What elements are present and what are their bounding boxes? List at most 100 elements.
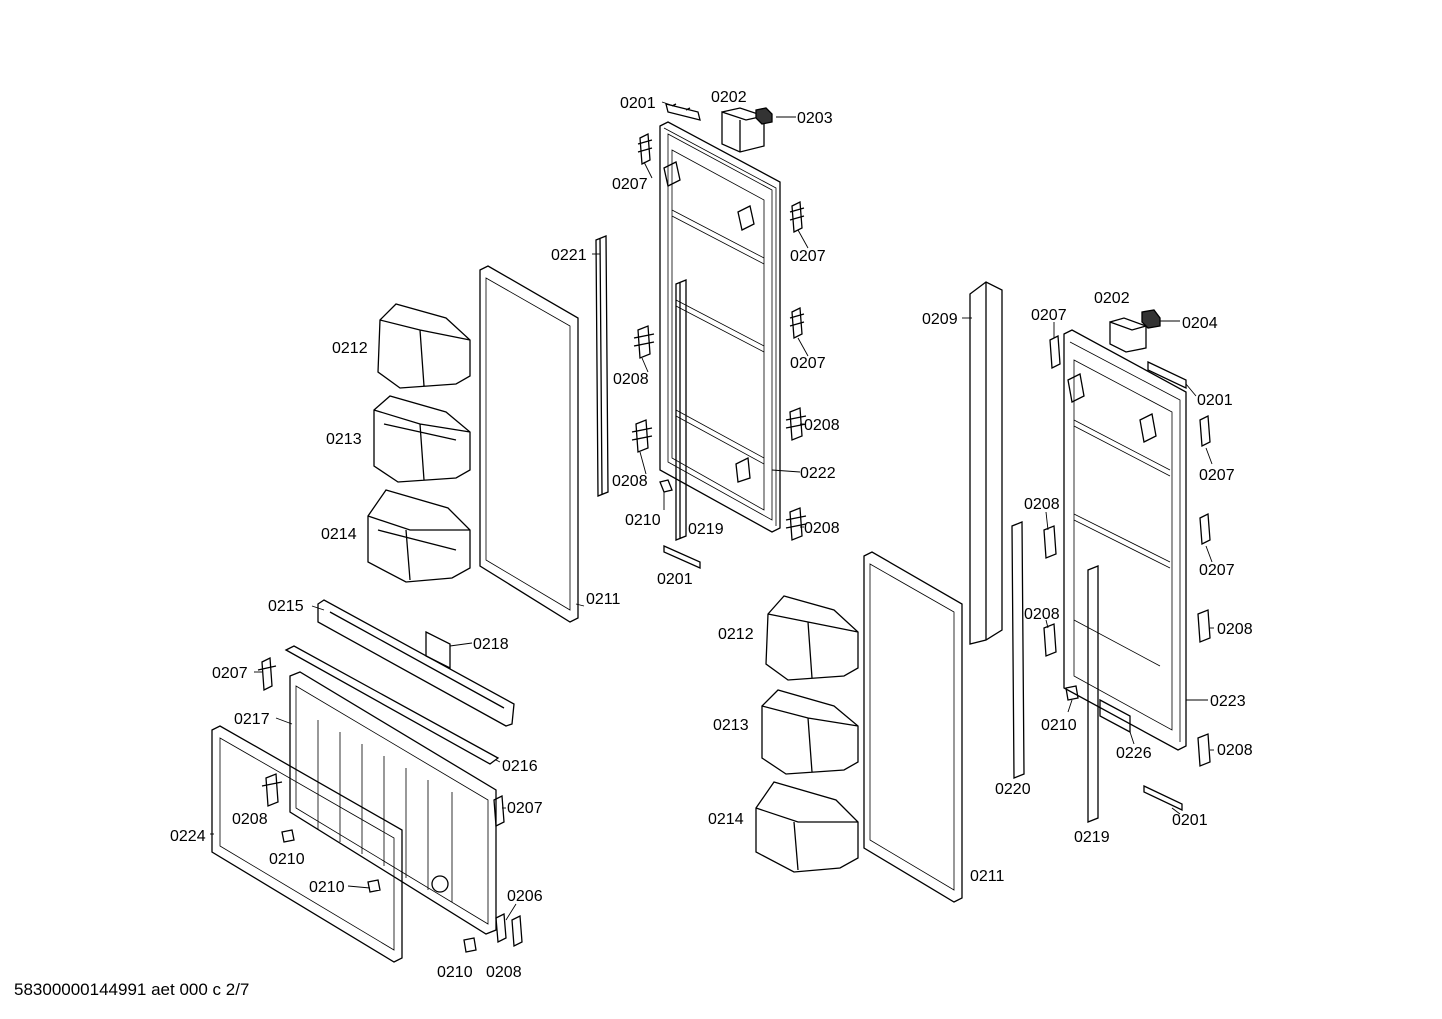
door-shelves-left (367, 303, 471, 583)
label-0210: 0210 (625, 512, 661, 529)
gasket-0224 (211, 725, 403, 963)
label-0207: 0207 (790, 355, 826, 372)
label-0208: 0208 (1024, 496, 1060, 513)
label-0211: 0211 (586, 591, 621, 608)
label-0207: 0207 (1199, 562, 1235, 579)
label-0218: 0218 (473, 636, 509, 653)
door-shelves-right (755, 595, 859, 873)
hinge-0207-g (1199, 414, 1211, 448)
label-0219: 0219 (1074, 829, 1110, 846)
label-0210: 0210 (309, 879, 345, 896)
right-door-assembly (863, 281, 1211, 903)
clip-0210-c (367, 879, 381, 893)
hinge-0208-f (511, 914, 523, 948)
document-id: 58300000144991 aet 000 c 2/7 (14, 980, 250, 999)
hinge-cover-0201-bottom (663, 544, 701, 570)
drawer-knob (431, 875, 449, 893)
hinge-0208-c (785, 407, 807, 441)
label-0210: 0210 (437, 964, 473, 981)
rail-0215 (317, 599, 515, 727)
freezer-drawer-assembly (211, 599, 523, 963)
upper-door-assembly (479, 103, 807, 623)
label-0201: 0201 (657, 571, 693, 588)
label-0212: 0212 (718, 626, 754, 643)
trim-strip-0220 (1011, 521, 1025, 779)
label-0201: 0201 (620, 95, 656, 112)
label-0219: 0219 (688, 521, 724, 538)
label-0222: 0222 (800, 465, 836, 482)
label-0217: 0217 (234, 711, 270, 728)
clip-0210-e (1065, 685, 1079, 701)
label-0216: 0216 (502, 758, 538, 775)
label-0223: 0223 (1210, 693, 1246, 710)
label-0214: 0214 (321, 526, 357, 543)
hinge-0206 (495, 912, 507, 944)
hinge-0207-f (1049, 334, 1061, 370)
label-0207: 0207 (612, 176, 648, 193)
drawer-frame-0217 (289, 671, 497, 935)
label-0207: 0207 (507, 800, 543, 817)
shelf-0213-b (761, 689, 859, 775)
hinge-0208-i (1197, 609, 1211, 643)
shelf-0214-b (755, 781, 859, 873)
label-0210: 0210 (269, 851, 305, 868)
label-0226: 0226 (1116, 745, 1152, 762)
label-0212: 0212 (332, 340, 368, 357)
label-0208: 0208 (613, 371, 649, 388)
label-0201: 0201 (1197, 392, 1233, 409)
trim-strip-0221 (595, 235, 609, 497)
clip-0210-d (463, 937, 477, 953)
hinge-0208-g (1043, 525, 1057, 559)
hinge-0208-h (1043, 623, 1057, 657)
label-0209: 0209 (922, 311, 958, 328)
label-0208: 0208 (804, 417, 840, 434)
label-0213: 0213 (713, 717, 749, 734)
hinge-0208-d (785, 507, 807, 541)
hinge-0207-e (493, 794, 505, 828)
label-0204: 0204 (1182, 315, 1218, 332)
leader-lines (210, 101, 1214, 921)
label-0208: 0208 (486, 964, 522, 981)
plate-0218 (425, 630, 451, 670)
hinge-cover-0201-d (1143, 784, 1183, 812)
gasket-0211-b (863, 551, 963, 903)
label-0208: 0208 (1024, 606, 1060, 623)
hinge-0207-h (1199, 512, 1211, 546)
label-0202: 0202 (1094, 290, 1130, 307)
label-0207: 0207 (212, 665, 248, 682)
label-0207: 0207 (1031, 307, 1067, 324)
label-0208: 0208 (232, 811, 268, 828)
label-0201: 0201 (1172, 812, 1208, 829)
handle-strip-0219-top (675, 279, 687, 541)
hinge-0208-b (631, 419, 653, 453)
label-0206: 0206 (507, 888, 543, 905)
hinge-0207-a (637, 132, 653, 166)
clip-0210-b (281, 829, 295, 843)
label-0208: 0208 (612, 473, 648, 490)
bar-0216 (284, 645, 500, 765)
label-0220: 0220 (995, 781, 1031, 798)
hinge-block-0202-b (1109, 317, 1147, 353)
clip-0210-a (659, 479, 673, 493)
hinge-0207-d (257, 656, 277, 692)
handle-strip-0219-b (1087, 565, 1099, 823)
label-0202: 0202 (711, 89, 747, 106)
hinge-cover-0201-top (665, 103, 701, 121)
hinge-0208-a (633, 325, 655, 359)
shelf-0212-b (765, 595, 859, 681)
shelf-0212-a (377, 303, 471, 389)
label-0208: 0208 (1217, 621, 1253, 638)
door-frame-0222 (659, 121, 781, 533)
hinge-0208-e (261, 773, 283, 807)
label-0208: 0208 (1217, 742, 1253, 759)
label-0210: 0210 (1041, 717, 1077, 734)
hinge-0208-j (1197, 733, 1211, 767)
label-0208: 0208 (804, 520, 840, 537)
cap-0203 (755, 107, 773, 125)
shelf-0214-a (367, 489, 471, 583)
cap-0204 (1141, 309, 1161, 329)
label-0224: 0224 (170, 828, 206, 845)
label-0211: 0211 (970, 868, 1005, 885)
gasket-0211-a (479, 265, 579, 623)
